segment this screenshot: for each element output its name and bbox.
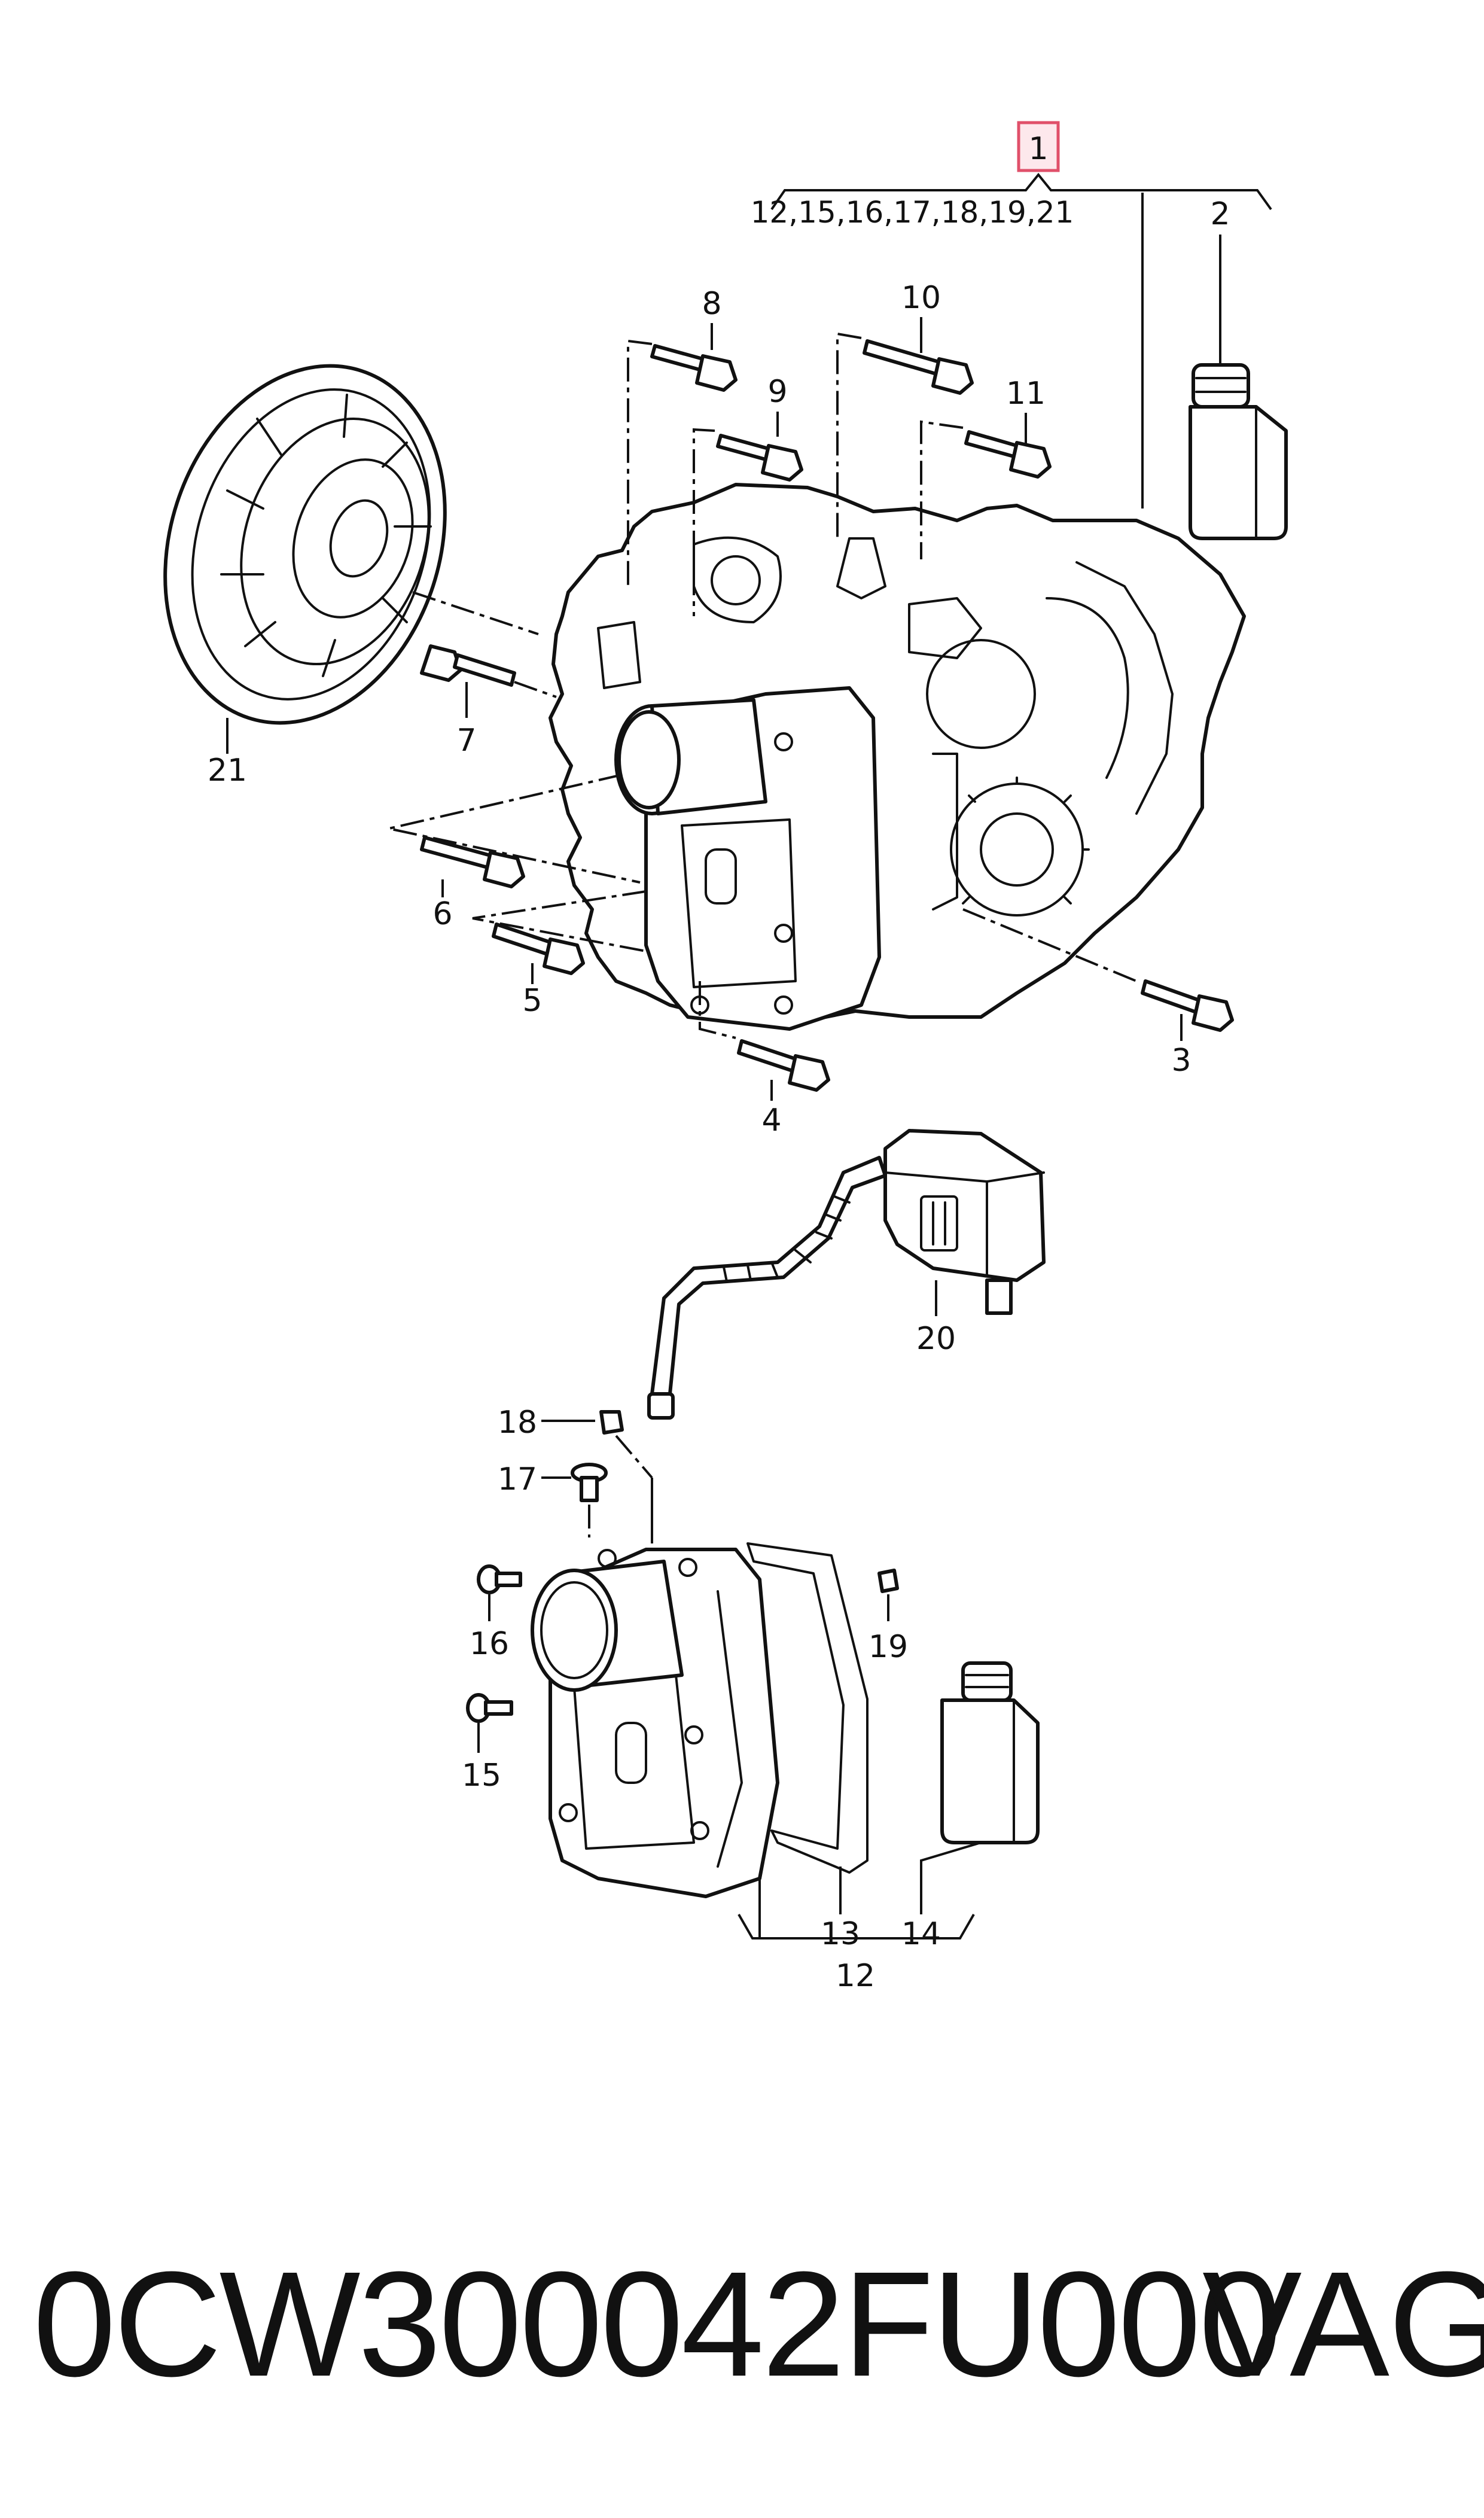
bolt-item-11[interactable]: 11 bbox=[920, 376, 1052, 559]
callout-11: 11 bbox=[1006, 376, 1046, 412]
bolt-item-9[interactable]: 9 bbox=[693, 374, 803, 616]
callout-3: 3 bbox=[1171, 1043, 1191, 1079]
bolt-item-8[interactable]: 8 bbox=[627, 286, 738, 586]
callout-12: 12 bbox=[836, 1958, 875, 1994]
mechatronic-axis-line bbox=[615, 1435, 653, 1479]
callout-16: 16 bbox=[470, 1626, 509, 1662]
oil-bottle-item-2[interactable]: 2 bbox=[1189, 196, 1288, 540]
screw-item-17[interactable]: 17 bbox=[498, 1462, 608, 1537]
callout-1-group: 12,15,16,17,18,19,21 bbox=[751, 195, 1074, 230]
clutch-axis-line bbox=[412, 591, 539, 635]
plug-item-18[interactable]: 18 bbox=[498, 1405, 624, 1441]
bolt-item-5[interactable]: 5 bbox=[472, 890, 647, 1019]
callout-5: 5 bbox=[522, 983, 542, 1019]
callout-7: 7 bbox=[456, 723, 476, 759]
callout-19: 19 bbox=[869, 1629, 908, 1665]
item-1-bracket: 1 12,15,16,17,18,19,21 bbox=[751, 121, 1272, 509]
bolt-item-3[interactable]: 3 bbox=[962, 908, 1234, 1079]
gasket-item-13[interactable]: 13 bbox=[746, 1542, 869, 1952]
bolt-item-7[interactable]: 7 bbox=[420, 644, 557, 759]
bolt-item-6[interactable]: 6 bbox=[388, 774, 641, 932]
item-1-highlight-box[interactable] bbox=[1017, 121, 1060, 172]
callout-20: 20 bbox=[916, 1321, 956, 1357]
control-unit-item-20[interactable]: 20 bbox=[647, 1129, 1046, 1420]
callout-21: 21 bbox=[208, 753, 247, 788]
callout-6: 6 bbox=[432, 896, 452, 932]
callout-10: 10 bbox=[901, 280, 941, 316]
callout-4: 4 bbox=[761, 1103, 781, 1138]
screw-item-15[interactable]: 15 bbox=[462, 1693, 513, 1794]
plug-item-19[interactable]: 19 bbox=[869, 1569, 908, 1665]
clutch-item-21[interactable]: 21 bbox=[121, 329, 489, 788]
callout-13: 13 bbox=[821, 1916, 860, 1952]
oil-bottle-item-14[interactable]: 14 bbox=[901, 1661, 1040, 1952]
item-12-bracket: 12 bbox=[738, 1878, 975, 1994]
callout-1: 1 bbox=[1028, 131, 1048, 167]
bolt-item-10[interactable]: 10 bbox=[836, 280, 974, 538]
mechatronic-on-housing bbox=[614, 686, 881, 1031]
callout-9: 9 bbox=[767, 374, 787, 410]
brand-label: VAG bbox=[1202, 2240, 1484, 2407]
callout-18: 18 bbox=[498, 1405, 537, 1441]
callout-8: 8 bbox=[702, 286, 721, 322]
bolt-item-4[interactable]: 4 bbox=[699, 981, 830, 1138]
screw-item-16[interactable]: 16 bbox=[470, 1564, 522, 1662]
mechatronic-unit-item-12[interactable] bbox=[531, 1548, 779, 1898]
callout-17: 17 bbox=[498, 1462, 537, 1497]
part-number-label: 0CW300042FU000 bbox=[33, 2240, 1282, 2407]
callout-15: 15 bbox=[462, 1758, 501, 1794]
callout-14: 14 bbox=[901, 1916, 941, 1952]
callout-2: 2 bbox=[1210, 196, 1230, 232]
